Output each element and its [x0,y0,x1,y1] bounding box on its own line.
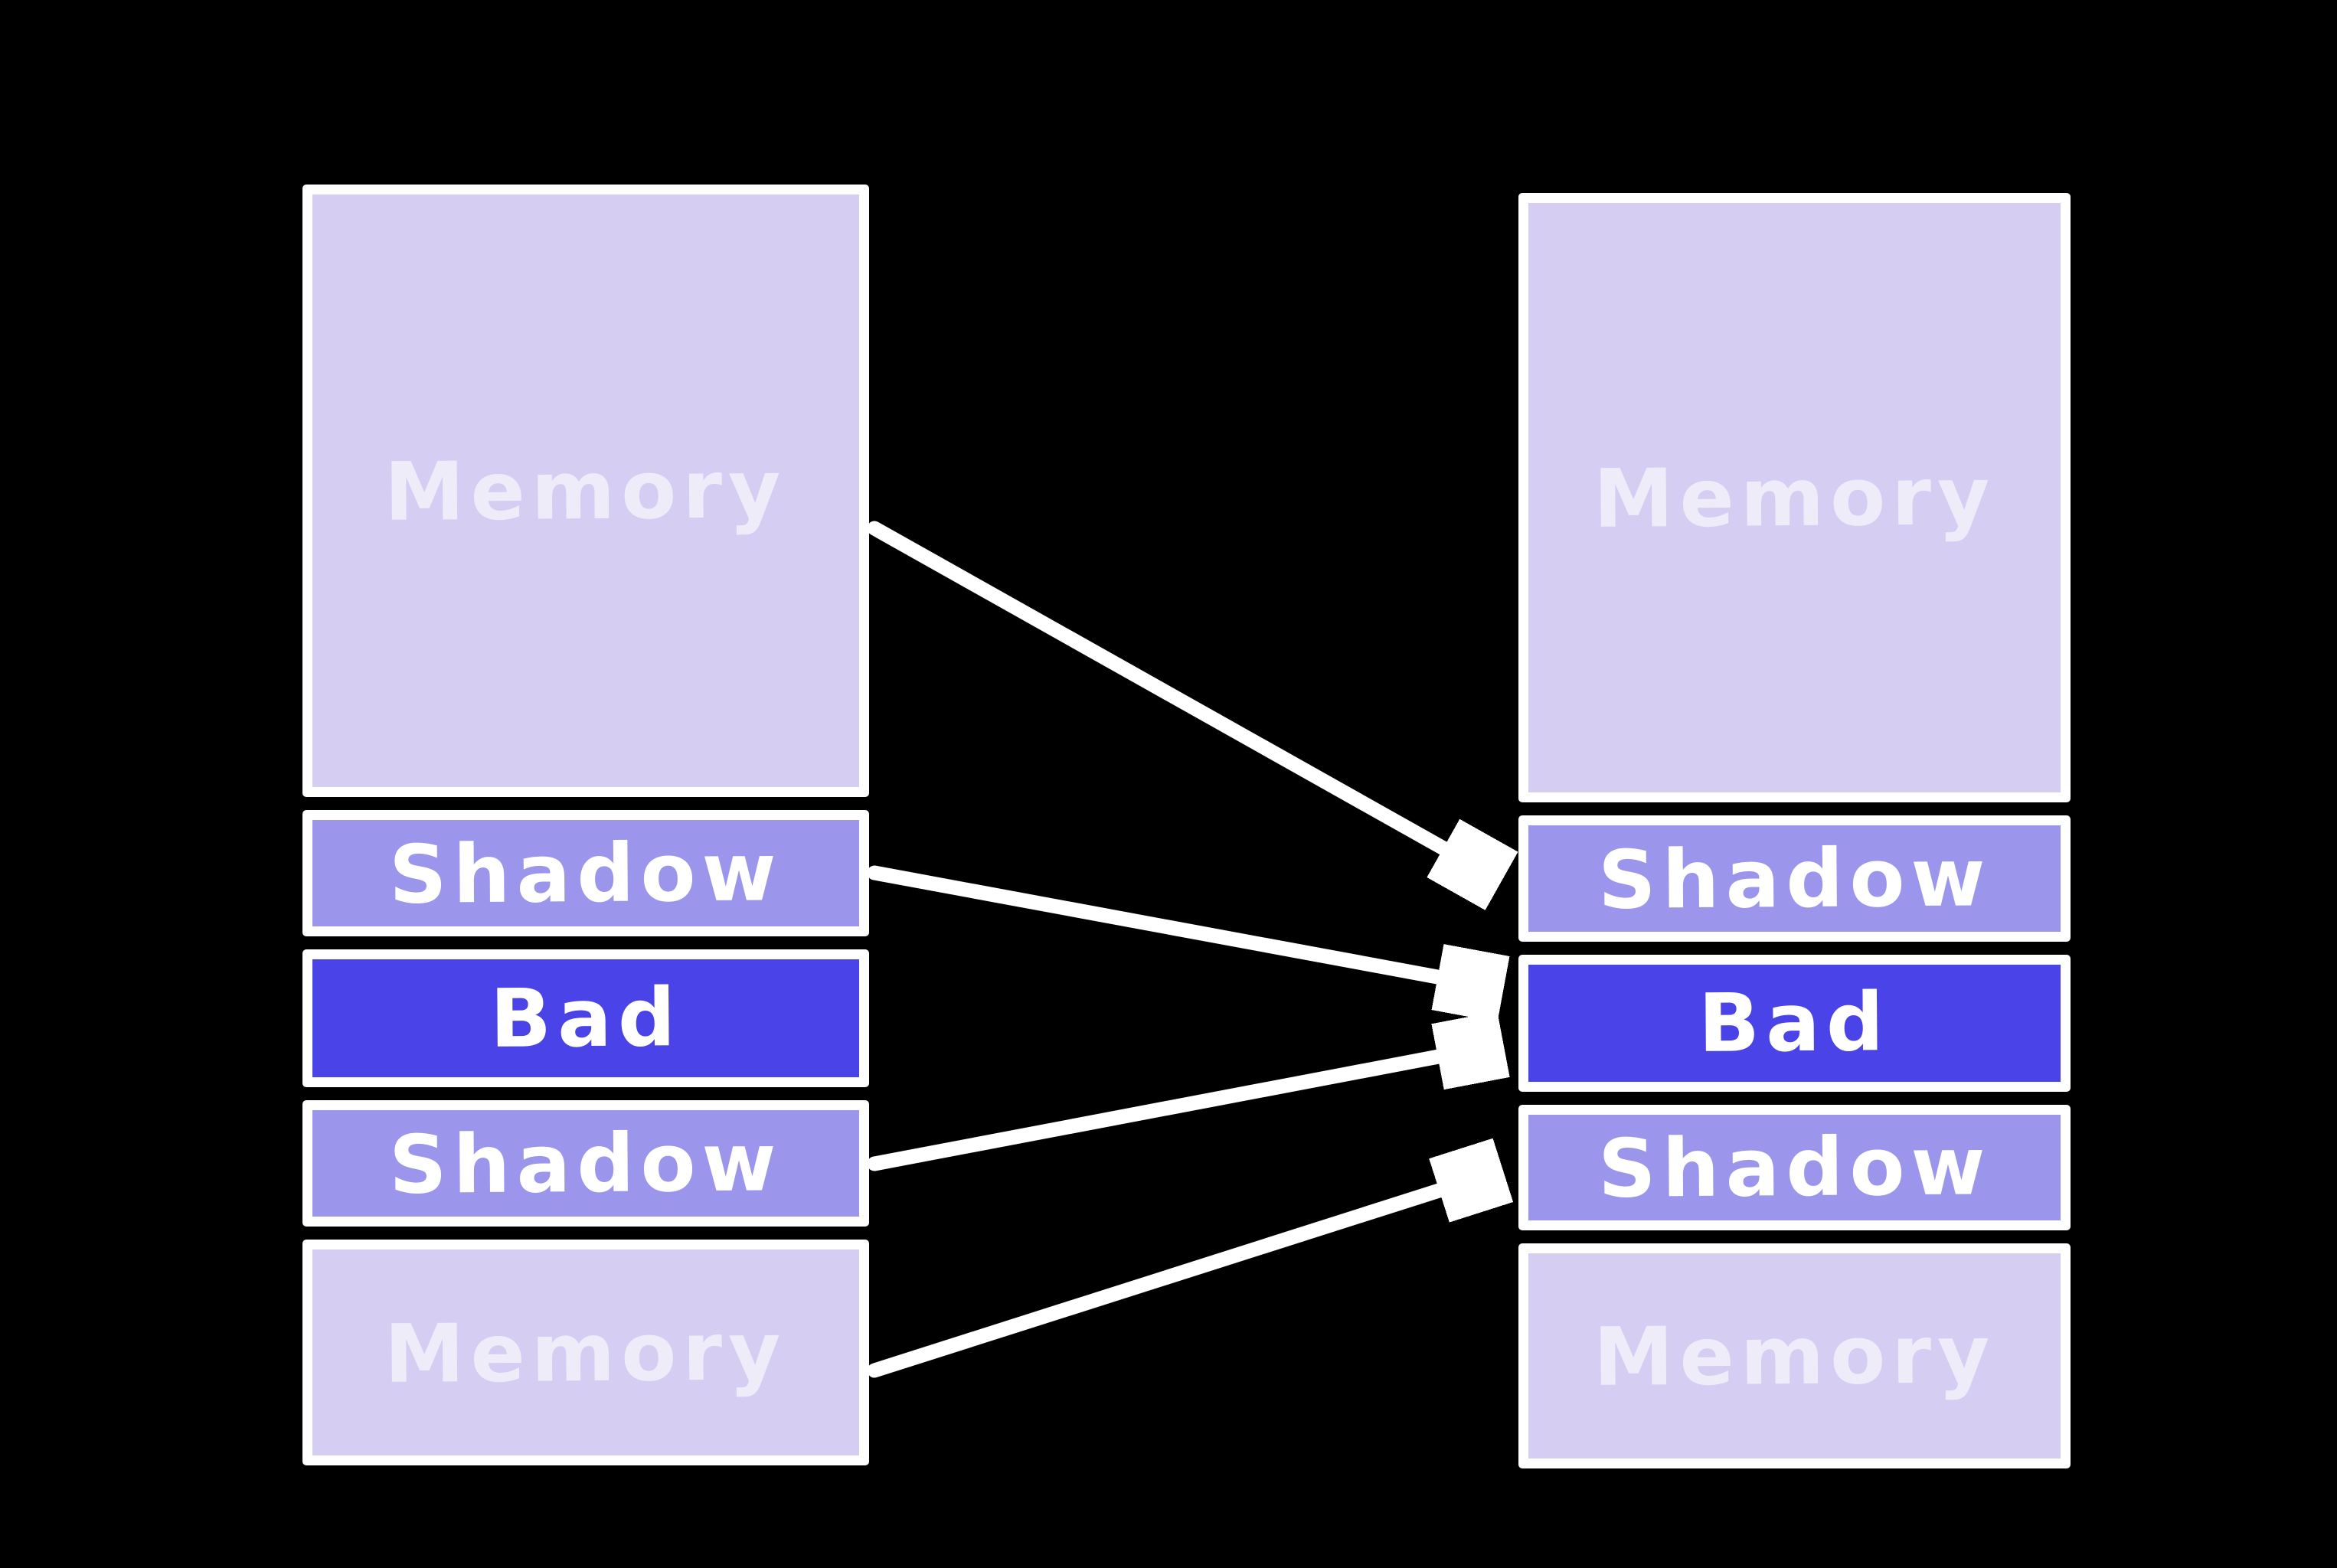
segment-label: Shadow [388,825,783,922]
arrow-shadow-bottom-to-bad [867,1047,1487,1171]
bad-segment-right: Bad [1518,954,2071,1092]
bad-segment-left: Bad [302,949,869,1087]
arrow-memory-top-to-shadow-top [867,521,1487,873]
segment-label: Memory [384,443,788,539]
memory-segment-top-left: Memory [302,185,869,797]
segment-label: Shadow [388,1115,783,1212]
shadow-segment-bottom-right: Shadow [1518,1104,2071,1231]
memory-segment-bottom-left: Memory [302,1240,869,1465]
arrow-memory-bottom-to-shadow-bottom [867,1175,1487,1378]
segment-label: Shadow [1597,830,1992,927]
segment-label: Memory [1593,449,1996,546]
segment-label: Bad [489,971,682,1066]
memory-column-right: Memory Shadow Bad Shadow Memory [1518,193,2071,1468]
shadow-segment-top-left: Shadow [302,810,869,936]
segment-label: Memory [1593,1308,1996,1404]
memory-column-left: Memory Shadow Bad Shadow Memory [302,185,869,1465]
arrow-shadow-top-to-bad [867,865,1487,986]
memory-segment-top-right: Memory [1518,193,2071,803]
shadow-segment-bottom-left: Shadow [302,1100,869,1227]
segment-label: Shadow [1597,1119,1992,1216]
segment-label: Memory [384,1304,788,1401]
segment-label: Bad [1698,975,1891,1071]
memory-segment-bottom-right: Memory [1518,1243,2071,1468]
shadow-segment-top-right: Shadow [1518,815,2071,942]
